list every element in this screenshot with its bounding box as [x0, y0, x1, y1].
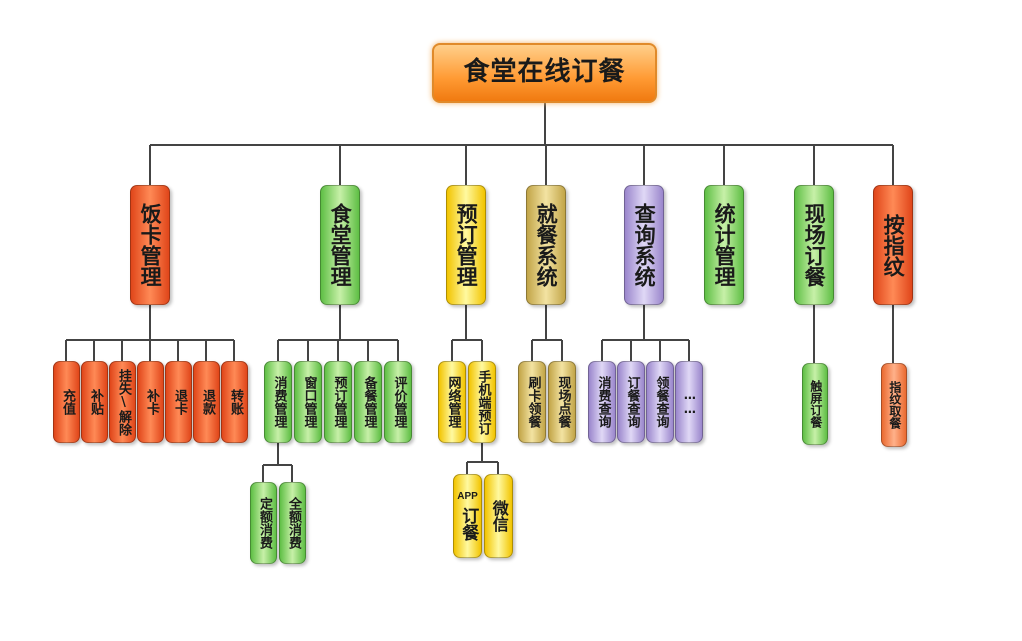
node-consumption-query: 消费查询	[588, 361, 616, 443]
node-return-card: 退卡	[165, 361, 192, 443]
node-more-queries: ……	[675, 361, 703, 443]
node-dining-system: 就餐系统	[526, 185, 566, 305]
node-label: 备餐管理	[361, 376, 377, 428]
node-label: 微信	[489, 500, 509, 532]
node-window-management: 窗口管理	[294, 361, 322, 443]
node-app-ordering: APP 订餐	[453, 474, 482, 558]
node-onsite-ordering: 现场订餐	[794, 185, 834, 305]
node-subsidy: 补贴	[81, 361, 108, 443]
node-fingerprint-pickup: 指纹取餐	[881, 363, 907, 447]
node-label: 退卡	[171, 389, 187, 415]
node-label: 领餐查询	[653, 376, 669, 428]
node-by-fingerprint: 按指纹	[873, 185, 913, 305]
node-fixed-amount-consumption: 定额消费	[250, 482, 277, 564]
node-label: 网络管理	[445, 376, 461, 428]
node-meal-card-management: 饭卡管理	[130, 185, 170, 305]
node-label: 食堂管理	[328, 203, 353, 287]
node-label: 评价管理	[391, 376, 407, 428]
node-review-management: 评价管理	[384, 361, 412, 443]
node-label-stack: APP 订餐	[457, 491, 478, 541]
node-canteen-management: 食堂管理	[320, 185, 360, 305]
node-label: 手机端预订	[475, 369, 491, 435]
node-reissue-card: 补卡	[137, 361, 164, 443]
node-label: 消费管理	[271, 376, 287, 428]
node-label: 全额消费	[285, 497, 301, 549]
node-label: 转账	[227, 389, 243, 415]
node-touchscreen-ordering: 触屏订餐	[802, 363, 828, 445]
node-label: 定额消费	[256, 497, 272, 549]
node-swipe-card-pickup: 刷卡领餐	[518, 361, 546, 443]
app-ordering-label: 订餐	[458, 506, 479, 541]
node-label: 刷卡领餐	[525, 376, 541, 428]
node-label: ……	[682, 388, 697, 416]
root-node-canteen-online-ordering: 食堂在线订餐	[432, 43, 657, 103]
node-order-query: 订餐查询	[617, 361, 645, 443]
node-label: 就餐系统	[534, 203, 559, 287]
node-wechat: 微信	[484, 474, 513, 558]
node-label: 查询系统	[632, 203, 657, 287]
node-label: 现场订餐	[802, 203, 827, 287]
node-onsite-ordering-sub: 现场点餐	[548, 361, 576, 443]
root-title: 食堂在线订餐	[463, 57, 626, 88]
node-label: 补贴	[87, 389, 103, 415]
node-label: 充值	[59, 389, 75, 415]
node-label: 订餐查询	[624, 376, 640, 428]
node-label: 按指纹	[881, 213, 906, 277]
node-label: 指纹取餐	[887, 381, 902, 429]
node-query-system: 查询系统	[624, 185, 664, 305]
node-order-management: 预订管理	[324, 361, 352, 443]
node-label: 补卡	[143, 389, 159, 415]
node-label: 消费查询	[595, 376, 611, 428]
node-label: 退款	[199, 389, 215, 415]
node-label: 现场点餐	[555, 376, 571, 428]
app-prefix-label: APP	[457, 491, 478, 503]
node-statistics-management: 统计管理	[704, 185, 744, 305]
node-label: 预订管理	[454, 203, 479, 287]
node-label: 窗口管理	[301, 376, 317, 428]
node-label: 触屏订餐	[808, 380, 823, 428]
node-meal-prep-management: 备餐管理	[354, 361, 382, 443]
node-report-loss-release: 挂失\解除	[109, 361, 136, 443]
node-full-amount-consumption: 全额消费	[279, 482, 306, 564]
node-network-management: 网络管理	[438, 361, 466, 443]
node-mobile-reservation: 手机端预订	[468, 361, 496, 443]
node-consumption-management: 消费管理	[264, 361, 292, 443]
node-label: 预订管理	[331, 376, 347, 428]
node-label: 挂失\解除	[115, 368, 131, 436]
node-refund: 退款	[193, 361, 220, 443]
node-transfer: 转账	[221, 361, 248, 443]
node-label: 统计管理	[712, 203, 737, 287]
node-label: 饭卡管理	[138, 203, 163, 287]
node-recharge: 充值	[53, 361, 80, 443]
node-pickup-query: 领餐查询	[646, 361, 674, 443]
node-reservation-management: 预订管理	[446, 185, 486, 305]
